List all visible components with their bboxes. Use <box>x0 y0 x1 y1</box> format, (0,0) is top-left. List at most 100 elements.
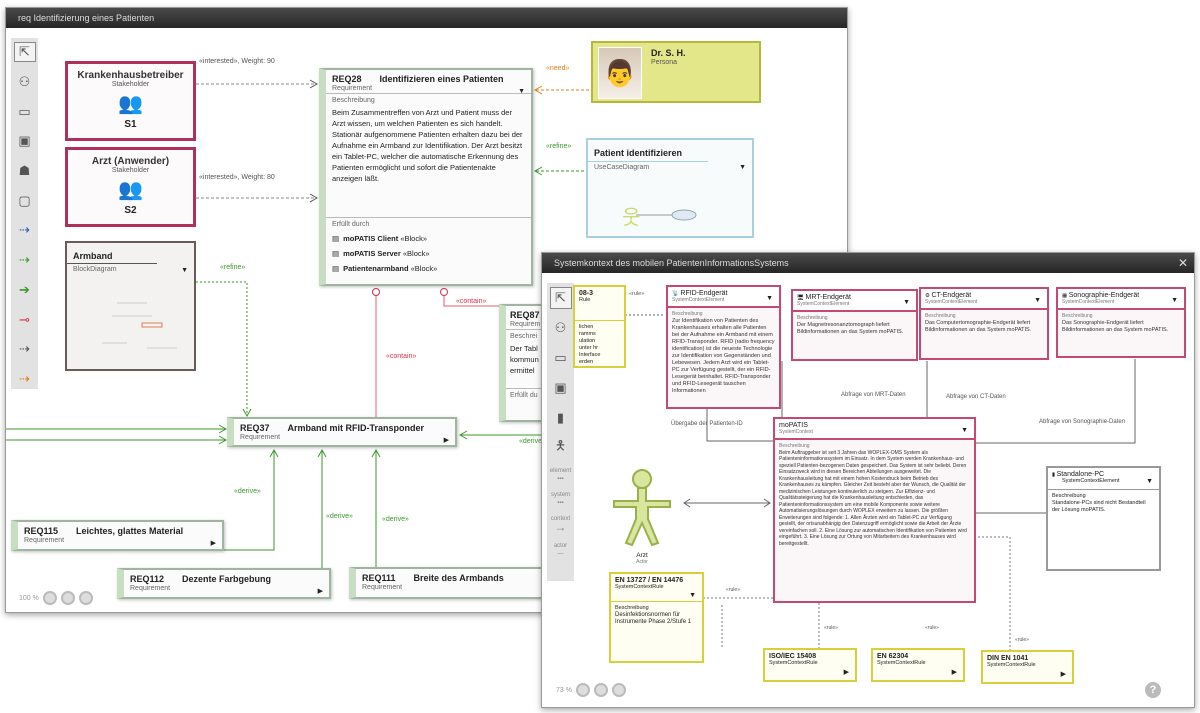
derive-link-icon[interactable]: ➔ <box>19 281 30 297</box>
refine-link-armband <box>196 281 248 416</box>
req-id: REQ37 <box>240 423 270 433</box>
dropdown-arrow-icon[interactable]: ▼ <box>181 267 188 274</box>
fulfilled-item[interactable]: ▤moPATIS Client «Block» <box>332 234 428 243</box>
element-description: Das Sonographie-Endgerät liefert Bildinf… <box>1062 320 1169 333</box>
stakeholder-s1[interactable]: Krankenhausbetreiber Stakeholder 👥 S1 <box>65 61 196 141</box>
dropdown-arrow-icon[interactable]: ▼ <box>1146 478 1153 485</box>
group-tool-icon[interactable]: ☗ <box>18 163 31 178</box>
dropdown-arrow-icon[interactable]: ▼ <box>1034 297 1041 304</box>
req-id: REQ87 <box>510 310 540 320</box>
element-description: Zur Identifikation von Patienten des Kra… <box>672 318 775 394</box>
usecase-diagram-patient-identifizieren[interactable]: Patient identifizieren UseCaseDiagram ▼ … <box>586 138 754 238</box>
need-link-icon[interactable]: ⇢ <box>19 371 30 387</box>
fit-to-screen-icon[interactable] <box>78 591 93 605</box>
dropdown-arrow-icon[interactable]: ▼ <box>766 295 773 302</box>
fulfilled-item[interactable]: ▤Patientenarmband «Block» <box>332 264 438 273</box>
dropdown-arrow-icon[interactable]: ▼ <box>739 164 746 171</box>
zoom-100-icon[interactable] <box>593 683 608 697</box>
system-tool[interactable]: system▪▪▪ <box>550 492 570 506</box>
rule-description: lichen ramms ulation unter hr Interface … <box>579 324 601 365</box>
interested-label-s2: «interested», Weight: 80 <box>199 174 275 181</box>
zoom-level: 73 % <box>556 686 572 694</box>
dependency-link-icon[interactable]: ⇢ <box>19 341 30 357</box>
frame-tool-icon[interactable]: ▭ <box>554 350 567 365</box>
desc-label: Beschreibung <box>326 93 531 107</box>
expand-arrow-icon[interactable]: ▶ <box>843 669 849 676</box>
dropdown-arrow-icon[interactable]: ▼ <box>903 299 910 306</box>
rfid-icon: 📡 <box>672 291 679 297</box>
req-type: Requirement <box>240 434 281 441</box>
close-icon[interactable]: ✕ <box>1177 256 1188 270</box>
dropdown-arrow-icon[interactable]: ▼ <box>689 592 696 599</box>
persona-tool-icon[interactable]: ▣ <box>554 380 567 395</box>
expand-arrow-icon[interactable]: ▶ <box>1060 671 1066 678</box>
actor-tool-icon[interactable]: 🯅 <box>554 438 567 453</box>
diagram-name: Patient identifizieren <box>588 140 708 162</box>
derive-label: «derive» <box>382 516 409 523</box>
trace-link-icon[interactable]: ⇢ <box>19 222 30 238</box>
req-id: REQ115 <box>24 526 59 536</box>
element-type: SystemContextElement <box>925 299 978 305</box>
window-title: Systemkontext des mobilen PatientenInfor… <box>542 253 1194 273</box>
contain-label-req87: «contain» <box>456 298 487 305</box>
zoom-reset-icon[interactable] <box>575 683 590 697</box>
block-tool-icon[interactable]: ▭ <box>18 103 31 119</box>
contain-link-icon[interactable]: ⊸ <box>19 311 30 327</box>
select-tool-icon[interactable]: ⇱ <box>549 287 572 309</box>
req-title: Breite des Armbands <box>413 573 504 583</box>
zoom-reset-icon[interactable] <box>42 591 57 605</box>
zoom-100-icon[interactable] <box>60 591 75 605</box>
fit-to-screen-icon[interactable] <box>611 683 626 697</box>
stakeholder-tool-icon[interactable]: ⚇ <box>18 73 31 89</box>
element-name: CT-Endgerät <box>931 292 972 299</box>
select-tool-icon[interactable]: ⇱ <box>13 42 36 62</box>
fulfilled-item[interactable]: ▤moPATIS Server «Block» <box>332 249 430 258</box>
stakeholder-s2[interactable]: Arzt (Anwender) Stakeholder 👥 S2 <box>65 147 196 227</box>
expand-arrow-icon[interactable]: ▶ <box>317 588 323 595</box>
armband-block-diagram[interactable]: Armband BlockDiagram ▼ <box>65 241 196 371</box>
frame-tool-icon[interactable]: ▢ <box>18 192 31 208</box>
actor-link-tool[interactable]: actor― <box>553 543 568 557</box>
stakeholder-name: Arzt (Anwender) <box>91 156 170 167</box>
context-tool[interactable]: context→ <box>550 516 571 534</box>
rule-label: «rule» <box>1015 637 1029 643</box>
expand-arrow-icon[interactable]: ▶ <box>443 437 449 444</box>
req-type: Requirement <box>24 537 65 544</box>
dropdown-arrow-icon[interactable]: ▼ <box>518 88 525 95</box>
expand-arrow-icon[interactable]: ▶ <box>951 669 957 676</box>
actor-figure-icon <box>613 469 671 547</box>
stakeholder-tool-icon[interactable]: ⚇ <box>554 320 567 335</box>
derive-label: «derive» <box>519 438 546 445</box>
persona-card[interactable]: 👨 Dr. S. H. Persona <box>591 41 761 103</box>
refine-link-icon[interactable]: ⇢ <box>19 252 30 268</box>
expand-arrow-icon[interactable]: ▶ <box>210 540 216 547</box>
element-tool[interactable]: element▪▪▪ <box>549 468 572 482</box>
element-type: SystemContextElement <box>797 301 850 307</box>
help-icon[interactable]: ? <box>1145 682 1161 698</box>
document-tool-icon[interactable]: ▮ <box>556 410 565 425</box>
element-name: Standalone-PC <box>1056 471 1105 478</box>
persona-tool-icon[interactable]: ▣ <box>18 133 31 149</box>
fulfilled-label: Erfüllt du <box>506 388 557 402</box>
actor-arzt[interactable]: Arzt Actor <box>610 467 674 565</box>
dropdown-arrow-icon[interactable]: ▼ <box>1171 297 1178 304</box>
refine-label-armband: «refine» <box>220 264 246 271</box>
dropdown-arrow-icon[interactable]: ▼ <box>961 427 968 434</box>
rule-label: «rule» <box>824 625 838 631</box>
